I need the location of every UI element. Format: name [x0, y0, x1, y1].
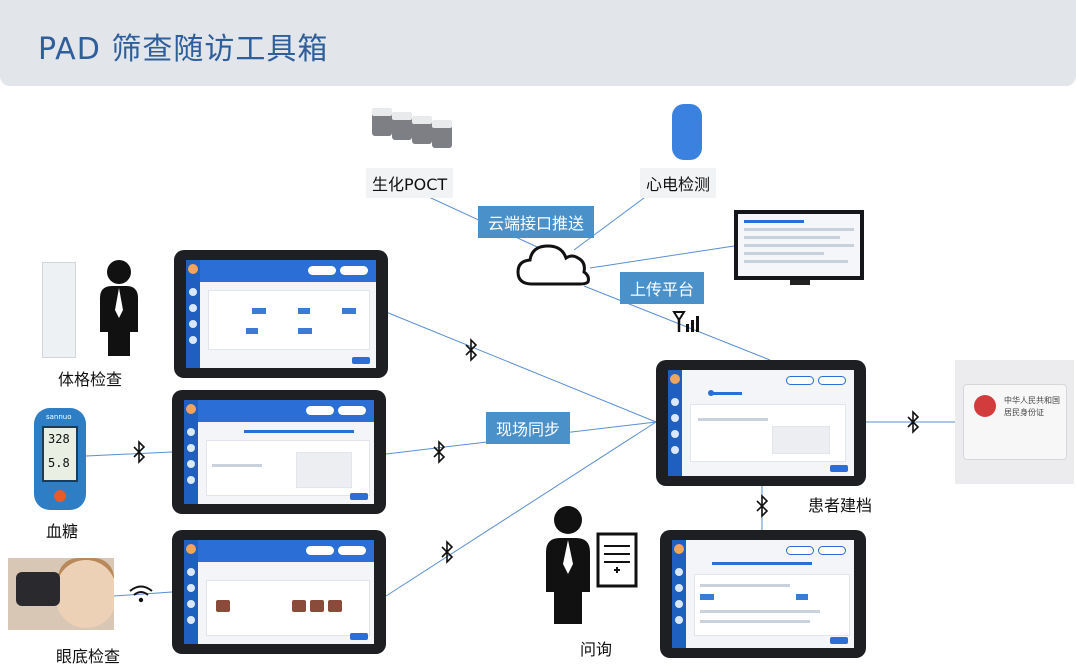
glucose-label: 血糖: [46, 522, 79, 541]
tag-upload: 上传平台: [620, 272, 705, 304]
inquiry-label: 问询: [580, 640, 613, 659]
ecg-device-image: [672, 104, 702, 160]
body-check-label: 体格检查: [58, 370, 123, 389]
record-label: 患者建档: [808, 496, 873, 515]
glucometer-button: [54, 490, 66, 502]
link-tablet3-record: [385, 421, 657, 597]
tablet-patient-record: [656, 360, 866, 486]
national-emblem-icon: [974, 395, 996, 417]
link-cloud-record: [583, 285, 771, 361]
id-card-line-2: 居民身份证: [1004, 408, 1044, 417]
tablet-fundus: [172, 530, 386, 654]
platform-monitor: [734, 210, 864, 280]
cloud-icon: [516, 244, 590, 286]
signal-icon: [672, 311, 699, 332]
id-card-image: 中华人民共和国 居民身份证: [955, 360, 1074, 484]
tablet-inquiry: [660, 530, 866, 658]
wifi-icon: [129, 585, 153, 603]
glucometer-brand: sannuo: [46, 413, 72, 421]
bluetooth-icon: [465, 338, 478, 362]
fundus-label: 眼底检查: [56, 647, 121, 666]
link-ecg-cloud: [573, 191, 653, 251]
bluetooth-icon: [441, 540, 454, 564]
page-title: PAD 筛查随访工具箱: [38, 32, 329, 67]
doctor-with-clipboard-icon: [546, 506, 638, 624]
bluetooth-icon: [756, 494, 769, 518]
tablet-body-check: [174, 250, 388, 378]
glucometer-screen: 328 5.8: [42, 426, 78, 482]
glucometer-reading-1: 328: [48, 432, 70, 446]
glucometer-reading-2: 5.8: [48, 456, 70, 470]
link-tablet1-record: [385, 311, 657, 423]
bluetooth-icon: [133, 440, 146, 464]
doctor-icon: [100, 260, 138, 356]
link-fundus-tablet: [113, 591, 173, 597]
tag-cloud-push: 云端接口推送: [478, 206, 595, 238]
tag-sync: 现场同步: [486, 412, 571, 444]
id-card-line-1: 中华人民共和国: [1004, 396, 1060, 405]
monitor-stand: [790, 280, 810, 285]
glucometer-image: sannuo 328 5.8: [34, 408, 86, 510]
ecg-label: 心电检测: [640, 168, 717, 198]
tablet-glucose: [172, 390, 386, 514]
fundus-camera-image: [8, 558, 114, 630]
link-cloud-monitor: [589, 245, 735, 269]
link-glucose-tablet: [85, 451, 173, 457]
bluetooth-icon: [907, 410, 920, 434]
header-bar: PAD 筛查随访工具箱: [0, 0, 1076, 86]
body-scale-image: [42, 262, 76, 358]
poct-label: 生化POCT: [366, 168, 454, 198]
bluetooth-icon: [433, 440, 446, 464]
